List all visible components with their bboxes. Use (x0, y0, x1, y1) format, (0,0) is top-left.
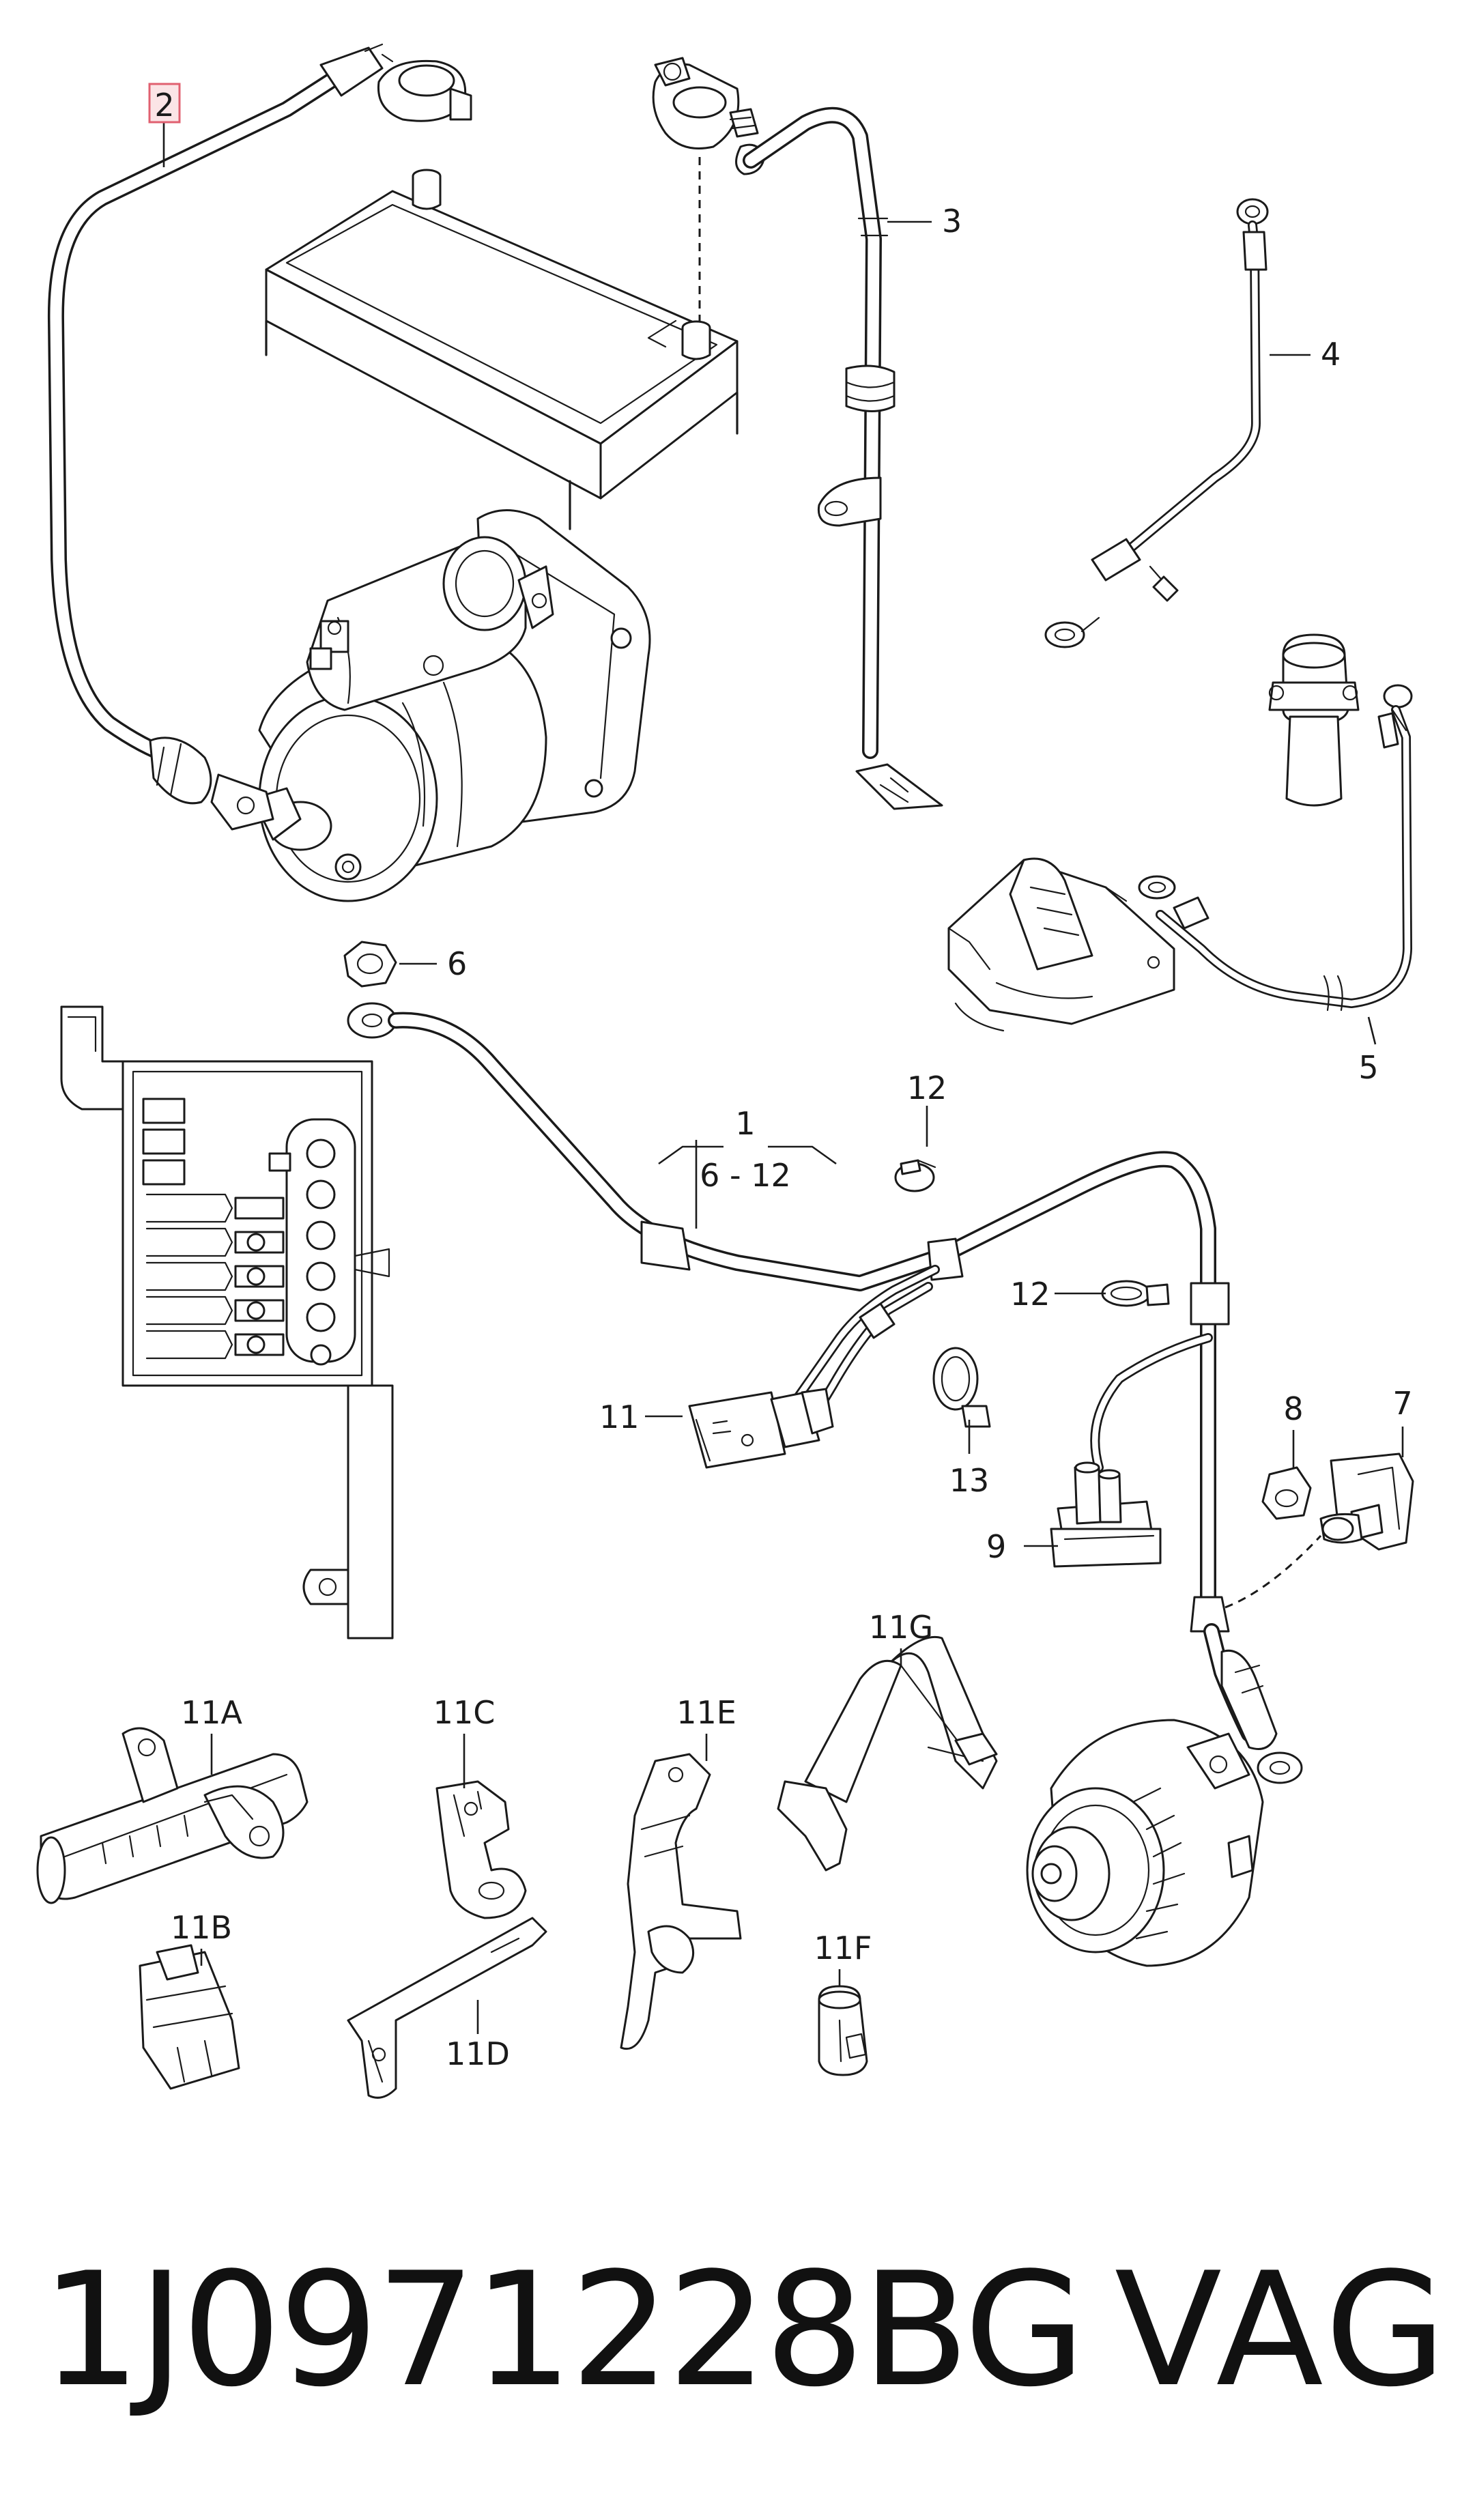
cable-tie-12-lower (1101, 1280, 1170, 1307)
bracket-11f (818, 1985, 868, 2076)
wiring-harness-1 (347, 1002, 1303, 1784)
ground-cable-3 (652, 57, 943, 810)
callout-1-range: 6 - 12 (700, 1157, 791, 1194)
ignition-lead-5 (947, 633, 1413, 1032)
callout-12-upper: 12 (907, 1070, 947, 1106)
alternator (1026, 1719, 1264, 1967)
callout-11c: 11C (433, 1694, 496, 1731)
callout-11g: 11G (869, 1609, 933, 1646)
callout-2: 2 (154, 87, 174, 124)
callout-13: 13 (949, 1462, 990, 1499)
callout-4: 4 (1321, 336, 1341, 373)
bracket-11g (777, 1635, 998, 1872)
callout-11f: 11F (814, 1930, 872, 1966)
brand-label: VAG (1114, 2239, 1450, 2422)
leader-lines (162, 108, 1404, 2034)
fuse-box (60, 1005, 394, 1640)
bracket-7 (1319, 1452, 1414, 1551)
ground-strap-4 (1044, 198, 1269, 648)
bracket-11b (139, 1944, 240, 2090)
starter-motor (210, 509, 651, 902)
bracket-11a (36, 1727, 309, 1904)
battery (265, 157, 739, 530)
callout-7: 7 (1392, 1385, 1412, 1422)
nut-6 (343, 941, 397, 988)
callout-11d: 11D (446, 2035, 510, 2072)
callout-11a: 11A (181, 1694, 243, 1731)
callout-2-highlight-box (148, 83, 181, 124)
bracket-11c (435, 1780, 527, 1919)
leader-dashed-7 (1225, 1534, 1322, 1609)
part-number: 1J0971228BG (41, 2239, 1085, 2422)
sensor-9 (1050, 1461, 1162, 1568)
cable-tie-12-upper (894, 1159, 936, 1192)
cable-tie-13 (932, 1347, 991, 1428)
bracket-11e (620, 1753, 742, 2050)
callout-11b: 11B (171, 1909, 232, 1946)
callout-11e: 11E (676, 1694, 736, 1731)
bracket-11d (347, 1917, 547, 2099)
callout-11: 11 (599, 1399, 640, 1435)
callout-8: 8 (1283, 1390, 1303, 1427)
battery-cable-2 (47, 43, 472, 805)
callout-12-lower: 12 (1010, 1276, 1050, 1313)
callout-6: 6 (447, 945, 467, 982)
callout-5: 5 (1358, 1049, 1378, 1086)
callout-1: 1 (735, 1105, 755, 1142)
plug-8 (1261, 1466, 1312, 1520)
callout-3: 3 (942, 203, 962, 240)
footer: 1J0971228BG VAG (0, 2225, 1475, 2430)
callout-9: 9 (986, 1528, 1006, 1565)
connector-11 (688, 1388, 834, 1469)
